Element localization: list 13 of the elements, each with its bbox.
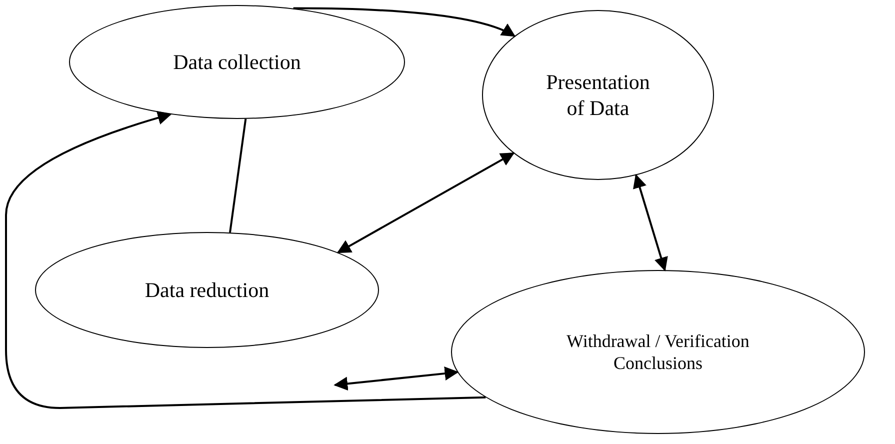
node-label: Withdrawal / Verification Conclusions xyxy=(566,330,750,374)
ellipse-node xyxy=(69,5,405,119)
arrow xyxy=(633,174,668,272)
ellipse-node xyxy=(482,10,714,180)
ellipse-node xyxy=(35,232,379,348)
ellipse-node xyxy=(451,270,865,434)
arrow xyxy=(336,152,515,254)
node-label: Presentation of Data xyxy=(545,68,651,122)
arrow xyxy=(5,111,486,409)
arrow xyxy=(334,366,459,391)
node-label: Data reduction xyxy=(144,276,270,304)
node-label: Data collection xyxy=(172,48,302,76)
arrow xyxy=(293,7,516,37)
